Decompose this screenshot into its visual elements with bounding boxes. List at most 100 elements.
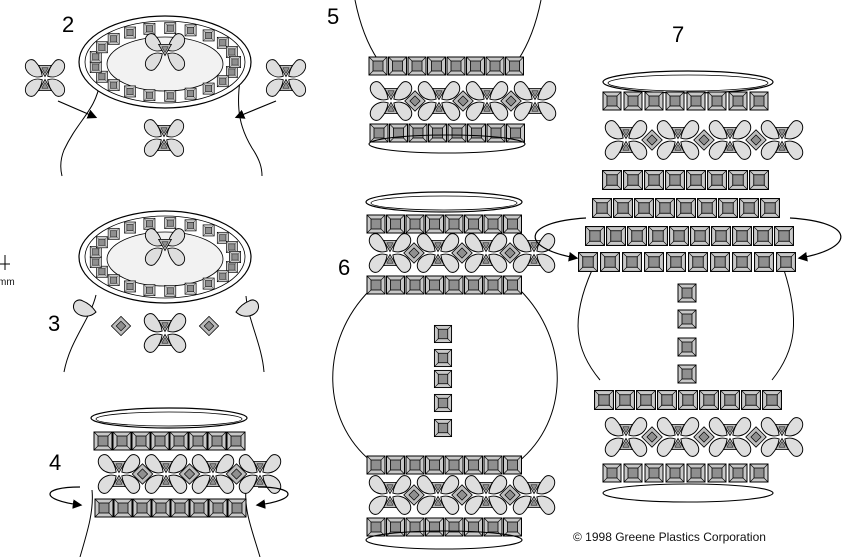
rim-bead xyxy=(124,27,135,38)
square-bead xyxy=(95,499,113,517)
square-bead xyxy=(711,253,730,272)
square-bead xyxy=(658,391,677,410)
step-number-4: 4 xyxy=(49,450,61,475)
square-bead xyxy=(698,199,717,218)
square-bead xyxy=(614,199,633,218)
square-bead xyxy=(406,456,424,474)
rim-bead xyxy=(229,251,240,262)
square-bead xyxy=(624,464,642,482)
square-bead xyxy=(750,171,769,190)
square-bead xyxy=(406,215,424,233)
square-bead xyxy=(742,391,761,410)
square-bead xyxy=(679,391,698,410)
square-bead xyxy=(486,57,504,75)
square-bead xyxy=(465,518,483,536)
copyright-notice: © 1998 Greene Plastics Corporation xyxy=(573,530,766,544)
square-bead xyxy=(445,456,463,474)
square-bead xyxy=(506,57,524,75)
rim-bead xyxy=(90,256,101,267)
rim-bead xyxy=(185,283,196,294)
square-bead xyxy=(593,199,612,218)
rim-bead xyxy=(165,90,176,101)
square-bead xyxy=(151,432,169,450)
square-bead xyxy=(504,518,522,536)
rim-bead xyxy=(203,225,214,236)
square-bead xyxy=(429,124,447,142)
rim-bead xyxy=(185,220,196,231)
square-bead xyxy=(434,370,451,387)
square-bead xyxy=(750,464,768,482)
square-bead xyxy=(656,199,675,218)
square-bead xyxy=(484,456,502,474)
square-bead xyxy=(777,253,796,272)
square-bead xyxy=(755,253,774,272)
square-bead xyxy=(667,253,686,272)
square-bead xyxy=(465,276,483,294)
square-bead xyxy=(666,171,685,190)
square-bead xyxy=(729,171,748,190)
square-bead xyxy=(624,171,643,190)
square-bead xyxy=(133,499,151,517)
square-bead xyxy=(369,57,387,75)
square-bead xyxy=(754,227,773,246)
square-bead xyxy=(708,171,727,190)
square-bead xyxy=(387,215,405,233)
square-bead xyxy=(635,199,654,218)
square-bead xyxy=(586,227,605,246)
square-bead xyxy=(645,92,663,110)
square-bead xyxy=(228,499,246,517)
step-number-6: 6 xyxy=(338,255,350,280)
square-bead xyxy=(367,276,385,294)
square-bead xyxy=(484,276,502,294)
square-bead xyxy=(387,276,405,294)
rim-bead xyxy=(144,23,155,34)
square-bead xyxy=(434,419,451,436)
step-6-illustration xyxy=(333,192,558,549)
rim-bead xyxy=(108,275,119,286)
square-bead xyxy=(426,276,444,294)
step-4-illustration xyxy=(50,408,288,557)
rim-bead xyxy=(108,80,119,91)
square-bead xyxy=(750,92,768,110)
square-bead xyxy=(721,391,740,410)
rim-bead xyxy=(96,237,107,248)
square-bead xyxy=(691,227,710,246)
rim-bead xyxy=(229,56,240,67)
square-bead xyxy=(465,215,483,233)
step-7-illustration xyxy=(535,71,841,502)
square-bead xyxy=(190,499,208,517)
rim-bead xyxy=(203,83,214,94)
square-bead xyxy=(504,215,522,233)
square-bead xyxy=(434,349,451,366)
square-bead xyxy=(689,253,708,272)
square-bead xyxy=(487,124,505,142)
square-bead xyxy=(708,92,726,110)
square-bead xyxy=(775,227,794,246)
square-bead xyxy=(677,199,696,218)
square-bead xyxy=(406,518,424,536)
square-bead xyxy=(623,253,642,272)
square-bead xyxy=(666,464,684,482)
square-bead xyxy=(448,124,466,142)
rim-bead xyxy=(144,90,155,101)
rim-bead xyxy=(185,88,196,99)
square-bead xyxy=(733,227,752,246)
square-bead xyxy=(645,253,664,272)
square-bead xyxy=(678,338,696,356)
rim-bead xyxy=(90,61,101,72)
square-bead xyxy=(761,199,780,218)
square-bead xyxy=(208,432,226,450)
square-bead xyxy=(170,432,188,450)
rim-bead xyxy=(165,23,176,34)
square-bead xyxy=(504,456,522,474)
rim-bead xyxy=(217,271,228,282)
square-bead xyxy=(616,391,635,410)
square-bead xyxy=(763,391,782,410)
square-bead xyxy=(678,310,696,328)
square-bead xyxy=(670,227,689,246)
square-bead xyxy=(628,227,647,246)
rim-bead xyxy=(203,30,214,41)
rim-bead xyxy=(96,42,107,53)
